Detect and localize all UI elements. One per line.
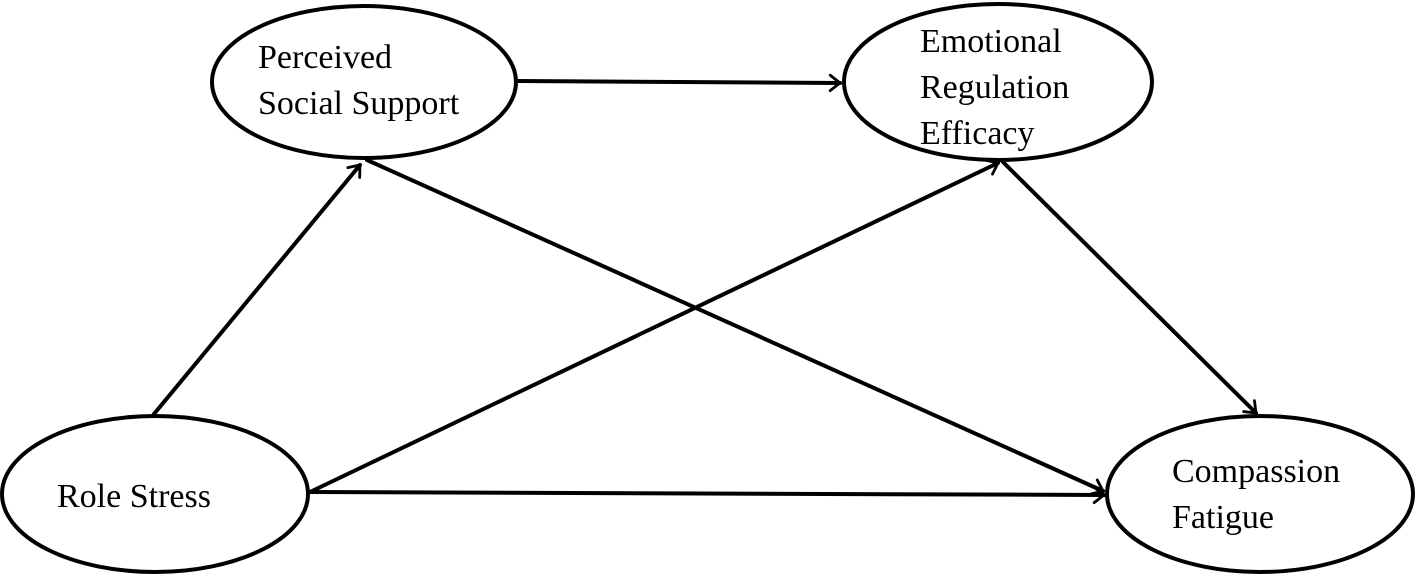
edge-perceived-social-support-to-compassion-fatigue	[365, 158, 1106, 496]
edge-emotional-regulation-efficacy-to-compassion-fatigue	[1001, 160, 1258, 415]
edge-role-stress-to-perceived-social-support	[152, 163, 362, 416]
node-compassion-fatigue: Compassion Fatigue	[1105, 414, 1415, 574]
node-emotional-regulation-efficacy: Emotional Regulation Efficacy	[842, 2, 1154, 162]
edge-role-stress-to-emotional-regulation-efficacy	[308, 158, 1001, 494]
svg-text:Compassion Fatigue: Compassion Fatigue	[1172, 453, 1349, 536]
node-perceived-social-support: Perceived Social Support	[210, 4, 518, 160]
edge-perceived-social-support-to-emotional-regulation-efficacy	[516, 73, 843, 93]
node-label-line: Fatigue	[1172, 499, 1274, 536]
edges	[152, 73, 1258, 505]
node-label-line: Efficacy	[920, 115, 1035, 152]
svg-text:Perceived Social Support: Perceived Social Support	[258, 39, 460, 122]
node-label-line: Regulation	[920, 69, 1069, 106]
node-label-line: Compassion	[1172, 453, 1340, 490]
node-label-line: Emotional	[920, 23, 1062, 60]
edge-role-stress-to-compassion-fatigue	[308, 485, 1107, 505]
node-role-stress: Role Stress	[0, 414, 310, 574]
svg-text:Emotional Regulation: Emotional Regulation Efficacy	[920, 23, 1078, 152]
node-label-line: Perceived	[258, 39, 392, 76]
svg-text:Role Stress: Role Stress	[57, 478, 211, 515]
node-label-line: Role Stress	[57, 478, 211, 515]
node-label-line: Social Support	[258, 85, 460, 122]
